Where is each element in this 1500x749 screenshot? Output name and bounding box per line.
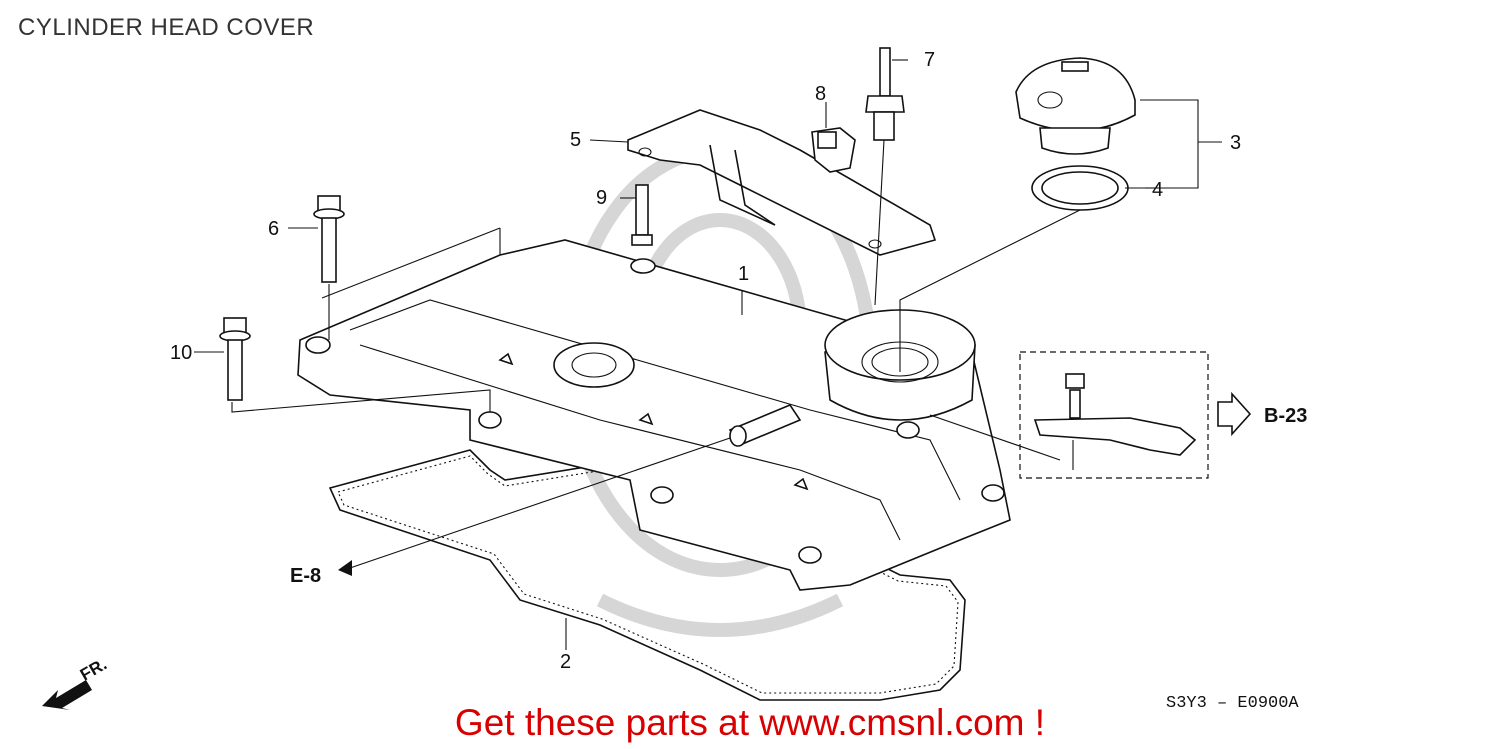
- callout-3[interactable]: 3: [1230, 132, 1242, 154]
- diagram-code: S3Y3 – E0900A: [1166, 694, 1299, 713]
- callout-9[interactable]: 9: [596, 187, 608, 209]
- clamp-clip[interactable]: [811, 127, 856, 173]
- callout-7[interactable]: 7: [924, 49, 936, 71]
- page-title: CYLINDER HEAD COVER: [18, 14, 315, 41]
- leader-lines: [194, 59, 1222, 650]
- flange-bolt-long[interactable]: [313, 195, 345, 283]
- wire-bracket[interactable]: [627, 109, 937, 256]
- callout-4[interactable]: 4: [1152, 179, 1164, 201]
- stud-bolt[interactable]: [865, 47, 905, 141]
- callout-6[interactable]: 6: [268, 218, 280, 240]
- reference-e8[interactable]: E-8: [290, 565, 322, 587]
- bracket-detail-box: [1019, 351, 1209, 479]
- short-stud[interactable]: [631, 184, 653, 246]
- reference-b23[interactable]: B-23: [1264, 405, 1308, 427]
- b23-arrow[interactable]: [1217, 391, 1252, 437]
- filler-cap-seal[interactable]: [1031, 165, 1129, 211]
- e8-arrow[interactable]: [338, 560, 352, 576]
- head-cover-gasket[interactable]: [328, 449, 966, 701]
- cylinder-head-cover[interactable]: [297, 239, 1011, 591]
- promo-link[interactable]: Get these parts at www.cmsnl.com !: [454, 702, 1046, 743]
- front-direction-arrow-icon: [42, 680, 92, 710]
- oil-filler-cap[interactable]: [1015, 57, 1136, 155]
- callout-1[interactable]: 1: [738, 263, 750, 285]
- callout-10[interactable]: 10: [170, 342, 193, 364]
- callout-8[interactable]: 8: [815, 83, 827, 105]
- flange-bolt-short[interactable]: [219, 317, 251, 401]
- callout-5[interactable]: 5: [570, 129, 582, 151]
- callout-2[interactable]: 2: [560, 651, 572, 673]
